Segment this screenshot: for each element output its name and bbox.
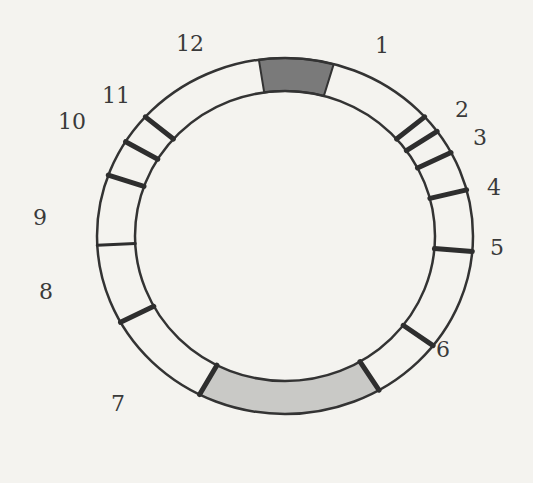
clock-number: 11 bbox=[102, 85, 130, 107]
outer-ring bbox=[97, 58, 473, 414]
clock-number: 6 bbox=[436, 339, 450, 361]
clock-number: 9 bbox=[33, 207, 47, 229]
clock-number: 12 bbox=[176, 33, 204, 55]
clock-number: 8 bbox=[39, 281, 53, 303]
clock-number: 10 bbox=[58, 111, 86, 133]
clock-number: 4 bbox=[487, 177, 501, 199]
clock-number: 2 bbox=[455, 99, 469, 121]
inner-ring bbox=[135, 91, 435, 381]
clock-number: 5 bbox=[490, 237, 504, 259]
clock-number: 3 bbox=[473, 127, 487, 149]
clock-number: 7 bbox=[111, 393, 125, 415]
segment-ticks bbox=[97, 117, 472, 395]
clock-number: 1 bbox=[375, 35, 389, 57]
